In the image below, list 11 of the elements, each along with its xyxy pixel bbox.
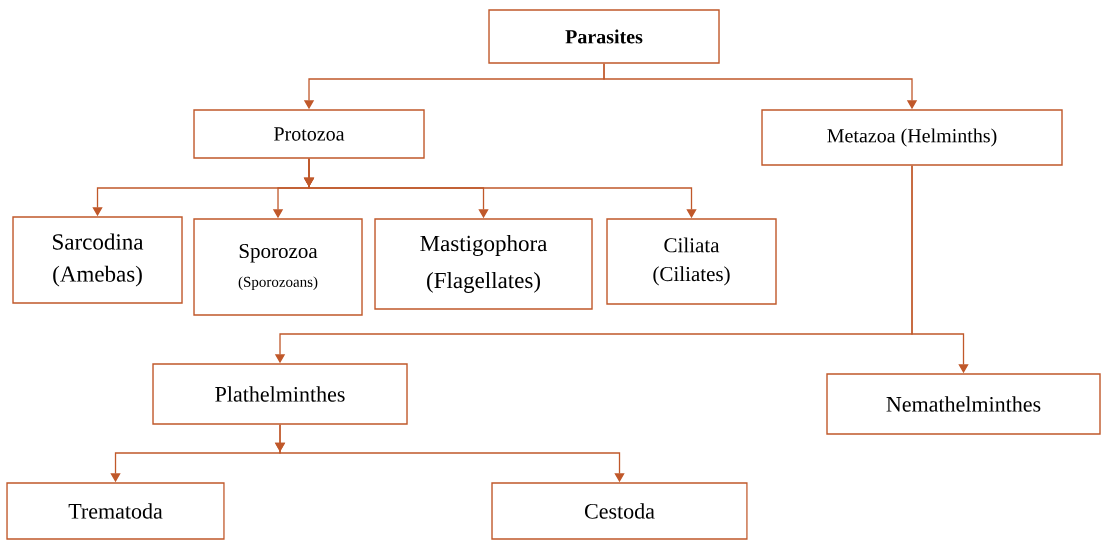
category-box: Nemathelminthes bbox=[826, 373, 1101, 435]
category-box: Sporozoa (Sporozoans) bbox=[193, 218, 363, 316]
category-box: Ciliata (Ciliates) bbox=[606, 218, 777, 305]
category-box: Protozoa bbox=[193, 109, 425, 159]
category-box: Plathelminthes bbox=[152, 363, 408, 425]
category-box: Cestoda bbox=[491, 482, 748, 540]
title-box: Parasites bbox=[488, 9, 720, 64]
category-box: Mastigophora (Flagellates) bbox=[374, 218, 593, 310]
category-box: Trematoda bbox=[6, 482, 225, 540]
category-box: Metazoa (Helminths) bbox=[761, 109, 1063, 166]
category-box: Sarcodina (Amebas) bbox=[12, 216, 183, 304]
